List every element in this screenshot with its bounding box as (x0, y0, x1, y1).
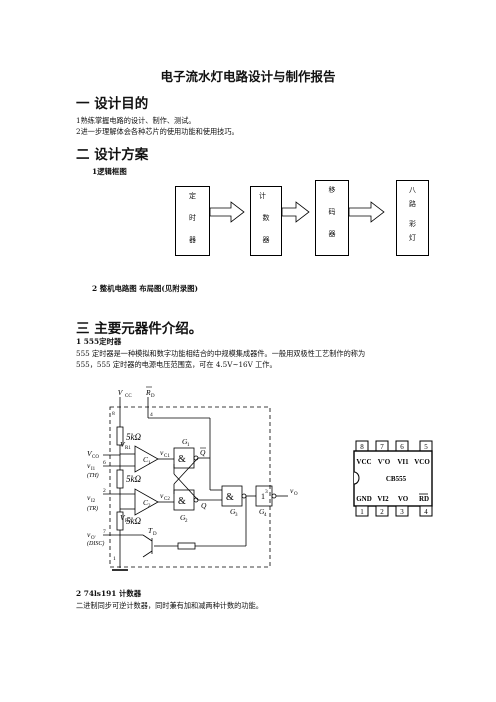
svg-text:v: v (87, 461, 91, 470)
pin-6: 6 (400, 443, 404, 451)
section-1-heading: 一 设计目的 (76, 96, 149, 112)
svg-text:2: 2 (185, 519, 188, 524)
svg-text:&: & (178, 496, 186, 507)
svg-text:2: 2 (103, 488, 106, 494)
svg-text:D: D (153, 532, 157, 537)
svg-text:v: v (160, 491, 164, 500)
svg-text:RD: RD (419, 495, 429, 503)
svg-text:v: v (87, 530, 91, 539)
svg-text:I1: I1 (91, 467, 96, 472)
svg-text:4: 4 (150, 412, 153, 418)
pin-1: 1 (360, 508, 364, 516)
svg-text:R2: R2 (125, 519, 131, 524)
schematic-label: 2 整机电路图 布局图(见附录图) (92, 284, 198, 293)
svg-text:5kΩ: 5kΩ (126, 516, 141, 526)
svg-text:VI2: VI2 (377, 495, 389, 503)
svg-text:VCO: VCO (414, 458, 430, 466)
svg-text:O: O (294, 492, 298, 497)
pin-8: 8 (360, 443, 364, 451)
svg-text:G: G (259, 507, 265, 516)
document-title: 电子流水灯电路设计与制作报告 (160, 69, 336, 84)
svg-text:3: 3 (235, 513, 238, 518)
svg-text:8: 8 (112, 411, 115, 417)
arrow-icon (348, 201, 385, 223)
pin-2: 2 (380, 508, 384, 516)
svg-text:V: V (118, 388, 124, 397)
svg-text:3: 3 (265, 489, 268, 495)
item-74ls191-title: 2 74ls191 计数器 (76, 589, 142, 598)
svg-text:V: V (120, 440, 126, 449)
svg-text:5kΩ: 5kΩ (126, 474, 141, 484)
svg-text:1: 1 (113, 556, 116, 562)
item-74ls191-text: 二进制同步可逆计数器，同时兼有加和减两种计数的功能。 (76, 601, 263, 610)
svg-text:7: 7 (103, 529, 106, 535)
chip-name: CB555 (386, 475, 407, 483)
svg-text:v: v (290, 486, 294, 495)
svg-text:Q: Q (201, 501, 207, 510)
svg-text:VO: VO (398, 495, 409, 503)
section-2-heading: 二 设计方案 (76, 147, 149, 163)
svg-text:C1: C1 (164, 454, 170, 459)
counter-block: 计 数 器 (250, 186, 282, 256)
svg-text:&: & (226, 492, 234, 503)
svg-text:G: G (182, 437, 188, 446)
svg-text:&: & (178, 454, 186, 465)
svg-text:R: R (145, 388, 151, 397)
section-3-heading: 三 主要元器件介绍。 (76, 321, 203, 337)
arrow-icon (281, 201, 310, 223)
svg-text:C: C (143, 455, 149, 464)
svg-text:1: 1 (148, 461, 151, 466)
svg-text:v: v (160, 448, 164, 457)
pin-4: 4 (424, 508, 428, 516)
svg-text:G: G (230, 507, 236, 516)
svg-text:R1: R1 (125, 446, 131, 451)
pin-5: 5 (424, 443, 428, 451)
svg-text:(TH): (TH) (87, 472, 99, 479)
svg-text:1: 1 (261, 492, 265, 501)
svg-text:2: 2 (148, 504, 151, 509)
svg-text:GND: GND (356, 495, 372, 503)
svg-text:VCC: VCC (356, 458, 371, 466)
svg-text:CO: CO (92, 455, 99, 460)
section-1-line-2: 2进一步理解体会各种芯片的使用功能和使用技巧。 (76, 127, 239, 136)
svg-text:V: V (87, 449, 93, 458)
svg-text:T: T (148, 526, 153, 535)
eight-led-block: 八 路 彩 灯 (396, 180, 429, 256)
section-1-line-1: 1熟练掌握电路的设计、制作、测试。 (76, 116, 196, 125)
svg-text:V'O: V'O (378, 458, 391, 466)
svg-text:C2: C2 (164, 497, 170, 502)
cb555-chip: 8 7 6 5 VCC V'O VI1 VCO CB555 GND VI2 VO… (352, 438, 434, 518)
svg-text:I2: I2 (91, 499, 96, 504)
svg-text:6: 6 (103, 460, 106, 466)
svg-text:CC: CC (125, 394, 132, 399)
svg-text:C: C (143, 498, 149, 507)
svg-text:1: 1 (187, 443, 190, 448)
svg-text:Q: Q (200, 448, 206, 457)
svg-text:(DISC): (DISC) (87, 540, 104, 547)
arrow-icon (209, 201, 245, 223)
svg-text:v: v (87, 493, 91, 502)
item-555-text-2: 555，555 定时器的电源电压范围宽，可在 4.5V~16V 工作。 (76, 360, 277, 369)
logic-diagram-label: 1逻辑框图 (92, 167, 127, 176)
item-555-title: 1 555定时器 (76, 337, 122, 346)
svg-text:V: V (120, 513, 126, 522)
svg-text:D: D (151, 394, 155, 399)
svg-text:G: G (180, 513, 186, 522)
svg-text:5kΩ: 5kΩ (126, 432, 141, 442)
decoder-block: 移 码 器 (315, 180, 349, 256)
item-555-text-1: 555 定时器是一种模拟和数字功能相结合的中规模集成器件。一般用双极性工艺制作的… (76, 349, 366, 358)
svg-text:(TR): (TR) (87, 505, 98, 512)
svg-text:O': O' (91, 536, 96, 541)
timer-block: 定 时 器 (175, 186, 210, 256)
pin-3: 3 (400, 508, 404, 516)
svg-text:4: 4 (264, 513, 267, 518)
svg-text:VI1: VI1 (397, 458, 409, 466)
pin-7: 7 (380, 443, 384, 451)
